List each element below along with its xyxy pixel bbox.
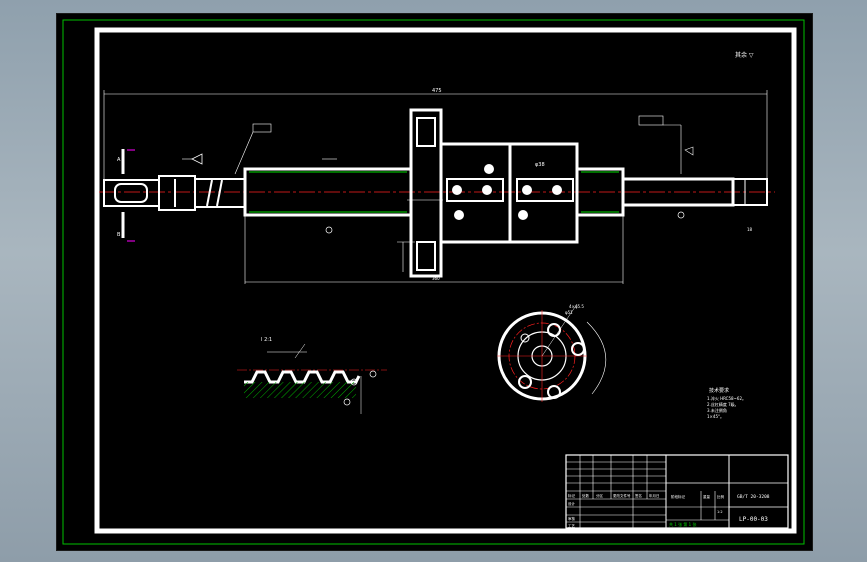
tb-header-zone: 分区	[596, 493, 604, 498]
pcd-label: φ51	[565, 310, 573, 315]
tb-header-mark: 标记	[568, 493, 576, 498]
drawing-canvas: 其余 ▽ 475 A B	[62, 19, 805, 545]
shaft-end-dim: 18	[747, 227, 753, 232]
nut-holes	[452, 164, 562, 220]
section-a-label: A	[117, 157, 121, 163]
bottom-dimension-label: 360	[432, 276, 440, 281]
section-b-label: B	[117, 232, 121, 238]
left-tolerance-flag	[182, 123, 272, 175]
title-block-header: 标记 处数 分区 更改文件号 签名 年月日 设计 审核 工艺 阶段标记 重量 比…	[568, 493, 725, 528]
tb-weight-label: 重量	[703, 494, 711, 499]
section-marks	[121, 149, 135, 242]
thread-detail	[237, 343, 387, 414]
outer-frame	[62, 19, 805, 545]
tb-row-review: 审核	[568, 516, 576, 521]
right-shaft	[575, 167, 768, 284]
tb-header-sign: 签名	[635, 493, 642, 498]
tb-scale-label: 比例	[717, 494, 725, 499]
bolt-label: 4×φ5.5	[569, 304, 584, 309]
overall-dimension	[103, 90, 768, 186]
tb-part-number: LP-00-03	[739, 516, 768, 523]
flange-front-view	[497, 303, 607, 402]
cad-viewport[interactable]: 其余 ▽ 475 A B	[56, 13, 813, 551]
left-shaft-end	[103, 175, 246, 211]
tb-header-change: 更改文件号	[613, 493, 631, 498]
detail-label: I 2:1	[261, 337, 272, 343]
tech-line-3: 3.未注倒角	[707, 407, 727, 413]
roughness-note: 其余 ▽	[735, 51, 754, 59]
tb-stage-label: 阶段标记	[671, 494, 685, 499]
tech-line-1: 1.淬火 HRC58~62。	[707, 395, 746, 401]
shaft-body	[243, 158, 413, 284]
tb-standard: GB/T 20-3208	[737, 494, 770, 500]
tb-scale-value: 1:2	[717, 510, 723, 514]
title-block	[565, 454, 789, 529]
tech-line-2: 2.丝杠精度 7级。	[707, 401, 739, 407]
tb-sheet-label: 共 1 张 第 1 张	[669, 521, 696, 527]
drawing-border	[94, 27, 797, 534]
flange-height-dimension	[397, 241, 415, 272]
overall-dimension-label: 475	[432, 88, 442, 94]
tb-row-process: 工艺	[568, 523, 576, 528]
right-tolerance-flag	[638, 115, 694, 174]
tb-header-count: 处数	[582, 493, 590, 498]
tech-title: 技术要求	[709, 387, 729, 394]
tb-header-date: 年月日	[649, 493, 660, 498]
tb-row-design: 设计	[568, 501, 576, 506]
nut-dimension-label: φ38	[535, 162, 545, 168]
nut-flange	[407, 108, 443, 278]
tech-line-4: 1×45°。	[707, 414, 724, 419]
